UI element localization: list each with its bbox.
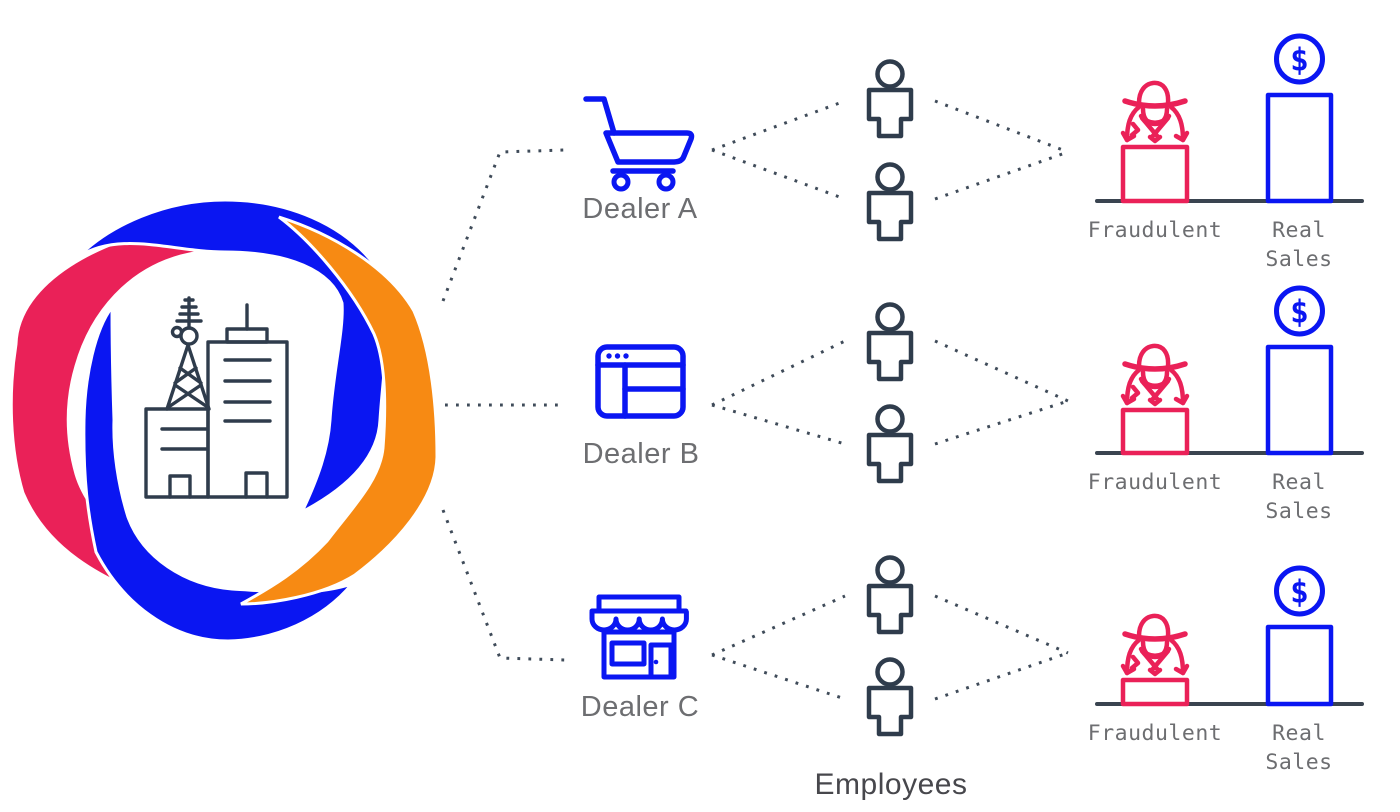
telecom-building-icon [144,296,289,499]
sales-comparison-dealer-b: $ Fraudulent Real Sales [1088,285,1364,524]
person-icon [869,558,911,633]
connector-dealer-b-employee-4 [711,403,846,446]
fraudulent-sales-bar [1120,144,1190,204]
dollar-circle-icon [1274,285,1325,337]
person-icon [869,660,911,735]
connector-dealer-b-employee-3 [711,339,846,407]
real-sales-label-line2: Sales [1265,750,1332,775]
dollar-sign: $ [1290,574,1309,610]
person-icon [869,62,911,137]
connector-employee-1-sales-a [934,99,1069,154]
dollar-badge: $ [1274,285,1325,337]
storefront-icon [589,594,689,680]
fraudulent-label: Fraudulent [1088,218,1222,243]
real-sales-label-line1: Real [1272,721,1326,746]
dealer-c: Dealer C [581,594,699,723]
connector-employee-3-sales-b [934,339,1069,403]
browser-window-icon [595,344,686,419]
connector-employee-2-sales-a [934,150,1069,201]
employees-label: Employees [815,768,968,801]
connector-logo-dealer-c [441,509,566,662]
shopping-cart-icon [583,96,695,192]
real-sales-bar [1265,92,1334,204]
dealer-c-label: Dealer C [581,691,699,723]
real-sales-bar [1265,344,1334,456]
dealer-a: Dealer A [582,96,697,225]
connector-dealer-c-employee-6 [711,653,846,701]
connector-employee-6-sales-c [934,651,1069,701]
logo-swoosh-pink [9,224,303,608]
dollar-sign: $ [1290,42,1309,78]
sales-comparison-dealer-a: $ Fraudulent Real Sales [1088,33,1364,272]
fraudulent-sales-bar [1120,677,1190,707]
dollar-circle-icon [1274,33,1325,85]
telecom-company-logo [9,198,439,643]
logo-swoosh-blue-bottom [82,302,357,643]
connector-logo-dealer-a [441,148,566,302]
connector-dealer-a-employee-1 [711,99,846,152]
connector-dealer-c-employee-5 [711,594,846,657]
dollar-badge: $ [1274,33,1325,85]
fraudulent-label: Fraudulent [1088,721,1222,746]
dealer-a-label: Dealer A [582,193,697,225]
dealer-b: Dealer B [583,344,700,470]
real-sales-label-line1: Real [1272,218,1326,243]
fraudster-icon [1123,616,1187,674]
fraudster-icon [1123,83,1187,141]
connector-dealer-a-employee-2 [711,148,846,201]
sales-comparison-dealer-c: $ Fraudulent Real Sales [1088,565,1364,775]
fraudulent-sales-bar [1120,407,1190,456]
logo-swoosh-blue-top [76,198,389,516]
connector-employee-4-sales-b [934,399,1069,446]
real-sales-label-line1: Real [1272,470,1326,495]
person-icon [869,305,911,380]
dealer-b-label: Dealer B [583,438,700,470]
real-sales-label-line2: Sales [1265,247,1332,272]
dollar-badge: $ [1274,565,1325,617]
connector-employee-5-sales-c [934,594,1069,655]
real-sales-label-line2: Sales [1265,499,1332,524]
dollar-circle-icon [1274,565,1325,617]
fraudster-icon [1123,346,1187,404]
fraudulent-label: Fraudulent [1088,470,1222,495]
employees-column: Employees [815,62,968,801]
connectors [441,99,1069,701]
real-sales-bar [1265,624,1334,707]
person-icon [869,407,911,482]
logo-swoosh-orange [240,215,439,606]
dollar-sign: $ [1290,294,1309,330]
person-icon [869,165,911,240]
